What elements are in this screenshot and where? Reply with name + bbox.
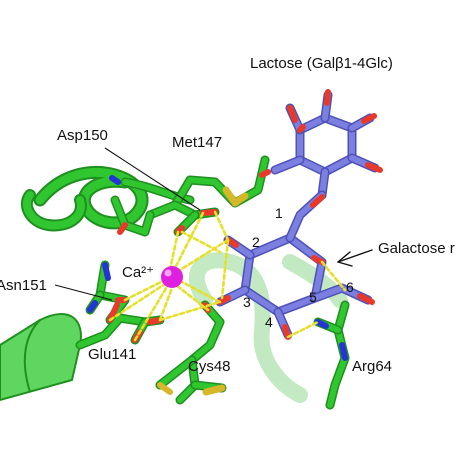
met147-label: Met147 (172, 134, 222, 151)
ring-position-6: 6 (346, 279, 354, 295)
asn151-label: Asn151 (0, 277, 47, 294)
leader-lines (54, 147, 201, 301)
calcium-ion (161, 266, 183, 288)
ring-position-3: 3 (243, 294, 251, 310)
ring-position-2: 2 (252, 234, 260, 250)
lactose-sticks (215, 90, 380, 340)
asp150-label: Asp150 (57, 127, 108, 144)
lactose-label: Lactose (Galβ1-4Glc) (250, 55, 393, 72)
cys48-label: Cys48 (188, 358, 231, 375)
protein-ribbon (20, 166, 195, 232)
protein-helix-lower-left (0, 313, 82, 402)
calcium-label: Ca²⁺ (122, 264, 154, 281)
ring-position-4: 4 (265, 314, 273, 330)
glu141-label: Glu141 (88, 346, 136, 363)
lactose-oxygens (217, 89, 383, 340)
hydrogen-bonds (108, 210, 347, 342)
galactose-label: Galactose r (378, 240, 455, 257)
galactose-arrow (337, 249, 373, 267)
arg64-label: Arg64 (352, 358, 392, 375)
ring-position-5: 5 (309, 289, 317, 305)
ring-position-1: 1 (275, 205, 283, 221)
